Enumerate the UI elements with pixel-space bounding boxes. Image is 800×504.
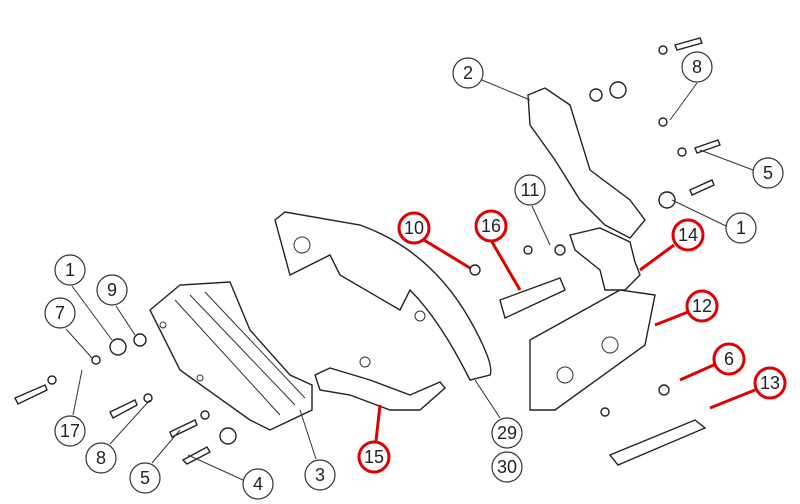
svg-text:29: 29	[497, 423, 517, 443]
callout-8: 8	[681, 51, 713, 83]
svg-text:9: 9	[107, 280, 117, 300]
svg-text:2: 2	[463, 63, 473, 83]
svg-text:8: 8	[692, 57, 702, 77]
svg-text:15: 15	[364, 447, 384, 467]
callout-6-highlighted: 6	[712, 342, 746, 376]
callout-3: 3	[304, 459, 336, 491]
callout-5-left: 5	[129, 462, 161, 494]
callout-1: 1	[725, 212, 757, 244]
callout-15-highlighted: 15	[357, 440, 391, 474]
license-plate-bracket-part-12	[529, 289, 656, 411]
callout-10-highlighted: 10	[397, 211, 431, 245]
callout-29: 29	[491, 417, 523, 449]
svg-text:3: 3	[315, 465, 325, 485]
callout-11: 11	[514, 174, 546, 206]
callout-2: 2	[452, 57, 484, 89]
svg-text:17: 17	[60, 421, 80, 441]
callout-5: 5	[752, 157, 784, 189]
svg-text:14: 14	[678, 225, 698, 245]
callout-30: 30	[491, 451, 523, 483]
svg-text:11: 11	[521, 180, 540, 200]
callout-17: 17	[54, 415, 86, 447]
svg-text:10: 10	[404, 218, 424, 238]
bracket-part-15	[314, 356, 446, 411]
svg-text:1: 1	[65, 260, 75, 280]
svg-text:5: 5	[763, 163, 773, 183]
svg-text:7: 7	[55, 303, 65, 323]
bracket-part-14	[569, 227, 641, 291]
svg-text:1: 1	[736, 218, 746, 238]
callout-9: 9	[96, 274, 128, 306]
callout-7: 7	[44, 297, 76, 329]
callout-1-left: 1	[54, 254, 86, 286]
callout-16-highlighted: 16	[474, 209, 508, 243]
left-side-plate-part-3	[149, 281, 313, 431]
svg-text:4: 4	[253, 474, 263, 494]
svg-text:6: 6	[724, 349, 734, 369]
callout-8-left: 8	[85, 442, 117, 474]
callout-14-highlighted: 14	[671, 218, 705, 252]
svg-text:13: 13	[760, 373, 780, 393]
svg-text:8: 8	[96, 448, 106, 468]
plate-part-16	[499, 277, 566, 319]
hardware-fasteners	[14, 37, 721, 465]
callout-4: 4	[242, 468, 274, 500]
svg-text:5: 5	[140, 468, 150, 488]
rear-fender-arc-part-29	[274, 211, 492, 381]
callout-13-highlighted: 13	[753, 366, 787, 400]
callout-12-highlighted: 12	[685, 289, 719, 323]
svg-text:12: 12	[692, 296, 712, 316]
reflector-part-13	[608, 419, 707, 466]
right-side-plate-part-2	[527, 87, 646, 239]
svg-text:30: 30	[497, 457, 517, 477]
svg-text:16: 16	[481, 216, 501, 236]
